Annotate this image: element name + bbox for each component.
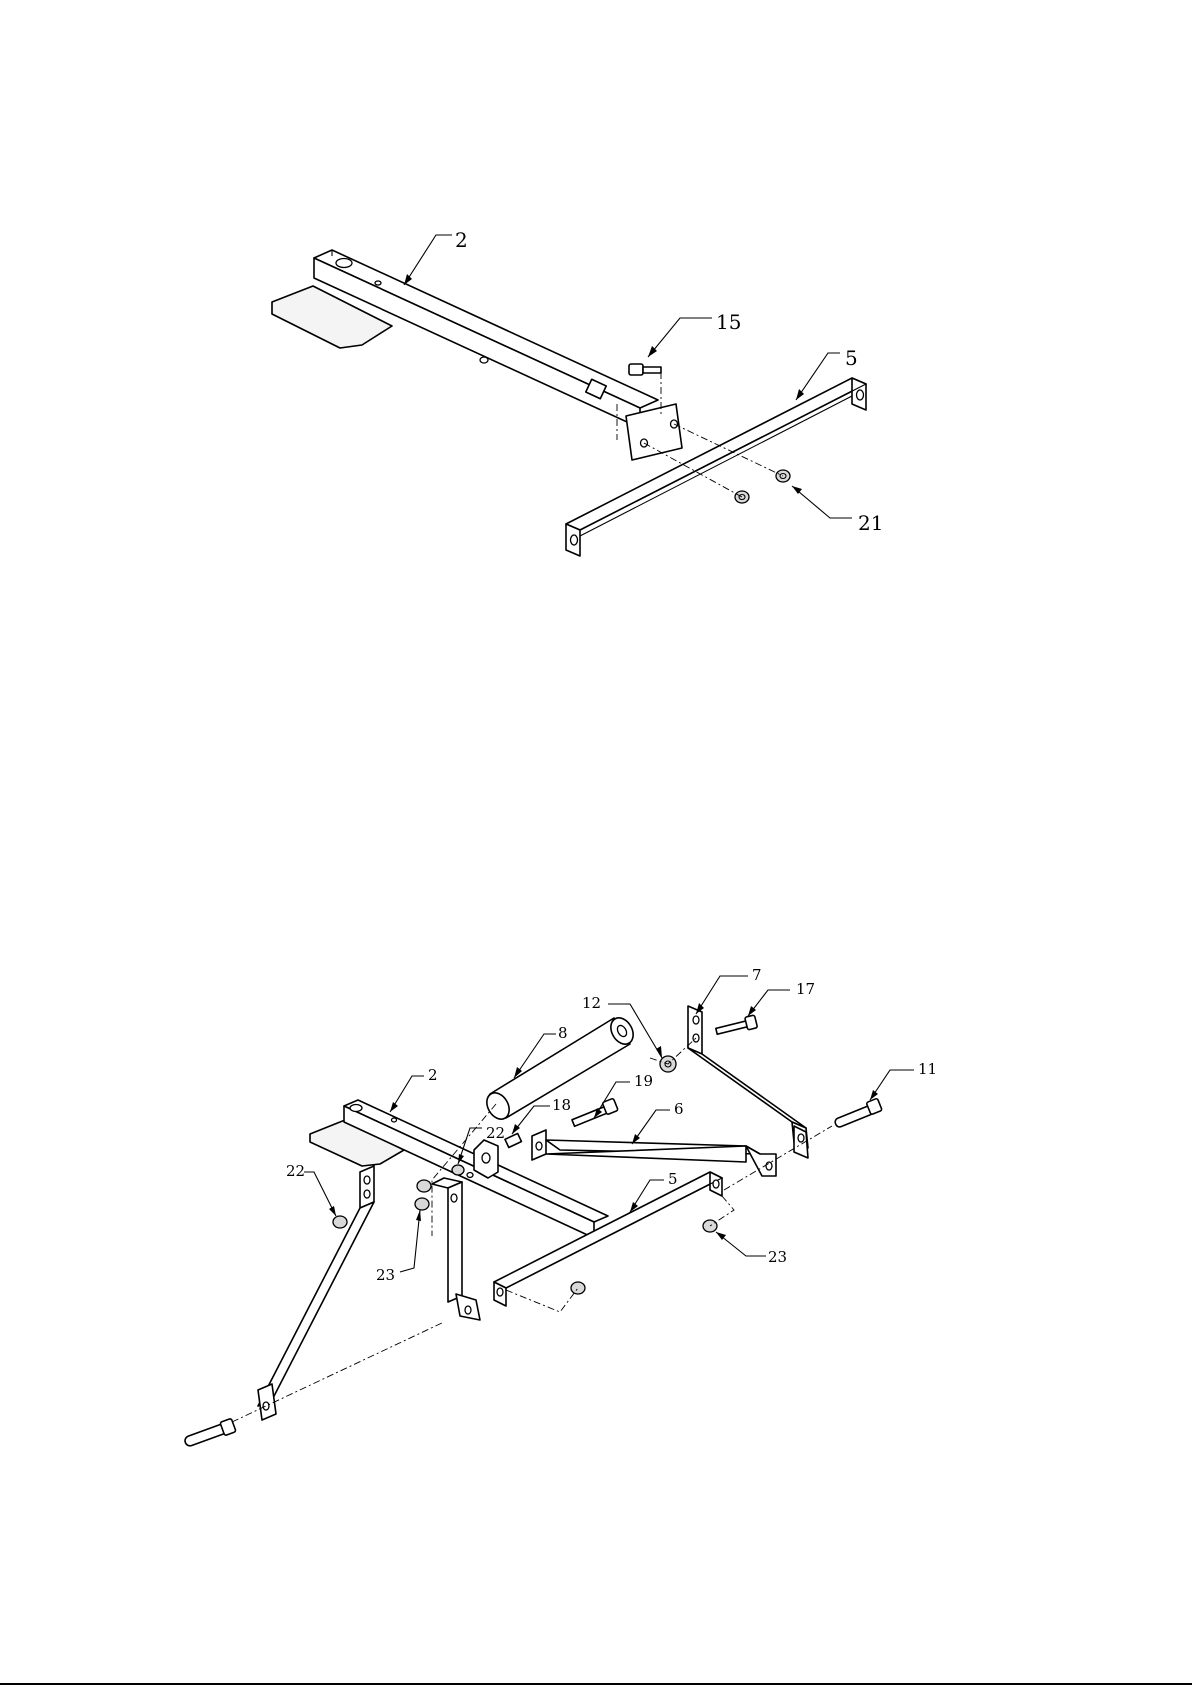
callout-11: 11 bbox=[870, 1060, 937, 1100]
callout-23-right: 23 bbox=[716, 1232, 787, 1266]
callout-15-top: 15 bbox=[648, 310, 741, 357]
callout-label: 6 bbox=[674, 1100, 684, 1118]
nut-23-left bbox=[415, 1180, 431, 1210]
beam-side-hole bbox=[480, 357, 488, 363]
beam-top-hole bbox=[375, 281, 381, 285]
crossbar-hole-right bbox=[857, 390, 864, 400]
callout-22-left: 22 bbox=[286, 1162, 336, 1216]
pin-lower-left bbox=[184, 1418, 236, 1447]
bottom-assembly-view: 7 17 12 8 19 11 2 bbox=[184, 966, 937, 1447]
callout-label: 2 bbox=[455, 228, 468, 252]
nut-lower-crossbar bbox=[571, 1282, 585, 1294]
callout-6: 6 bbox=[632, 1100, 684, 1144]
beam-end-hole bbox=[336, 259, 352, 268]
callout-label: 21 bbox=[858, 511, 883, 535]
callout-label: 23 bbox=[376, 1266, 395, 1284]
bolt-17 bbox=[716, 1015, 758, 1034]
callout-label: 22 bbox=[486, 1124, 505, 1142]
callout-17: 17 bbox=[748, 980, 815, 1016]
callout-label: 8 bbox=[558, 1024, 568, 1042]
callout-label: 17 bbox=[796, 980, 815, 998]
callout-23-left: 23 bbox=[376, 1210, 421, 1284]
callout-label: 11 bbox=[918, 1060, 937, 1078]
callout-label: 15 bbox=[716, 310, 741, 334]
nut-22-left bbox=[333, 1216, 347, 1228]
callout-label: 12 bbox=[582, 994, 601, 1012]
callout-2-top: 2 bbox=[404, 228, 468, 285]
bolt-19 bbox=[572, 1098, 618, 1126]
callout-label: 5 bbox=[668, 1170, 678, 1188]
callout-label: 22 bbox=[286, 1162, 305, 1180]
callout-2-bottom: 2 bbox=[390, 1066, 438, 1112]
leg-middle bbox=[432, 1178, 480, 1320]
callout-label: 18 bbox=[552, 1096, 571, 1114]
top-assembly-view: 2 15 5 21 bbox=[272, 228, 883, 556]
callout-label: 7 bbox=[752, 966, 762, 984]
callout-label: 2 bbox=[428, 1066, 438, 1084]
pin-11 bbox=[834, 1098, 882, 1128]
part-2-main-beam bbox=[314, 250, 682, 460]
crossbar-hole-left bbox=[571, 535, 578, 545]
callout-label: 5 bbox=[845, 346, 858, 370]
callout-21-top: 21 bbox=[792, 486, 883, 535]
callout-label: 23 bbox=[768, 1248, 787, 1266]
bolt-15 bbox=[629, 364, 661, 375]
callout-label: 19 bbox=[634, 1072, 653, 1090]
part-6-bracket bbox=[532, 1130, 776, 1176]
nut-22-center bbox=[452, 1165, 464, 1175]
